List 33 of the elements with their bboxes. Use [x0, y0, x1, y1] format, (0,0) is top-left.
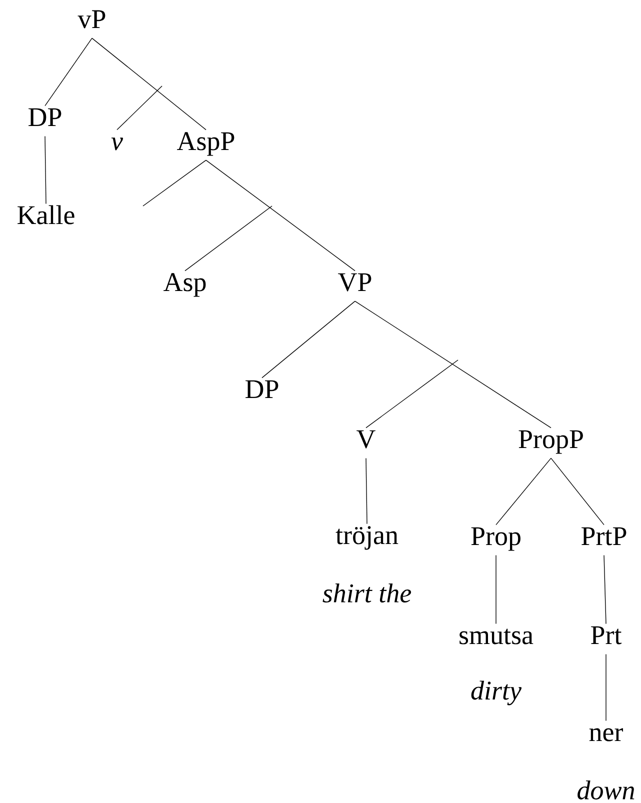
tree-node-label: AspP — [177, 132, 234, 156]
tree-node-label: Kalle — [18, 205, 74, 224]
branch-line — [366, 458, 368, 524]
branch-line — [142, 160, 206, 206]
branch-line — [496, 458, 552, 526]
tree-node-label: vP — [78, 10, 106, 28]
tree-node-label: Prop — [471, 527, 520, 551]
tree-node-label: v — [111, 138, 123, 150]
branch-line — [92, 38, 206, 130]
branch-line — [206, 160, 356, 272]
gloss-text: dirty — [471, 680, 522, 706]
tree-node-label: V — [356, 430, 376, 448]
tree-node-label: Asp — [164, 273, 206, 297]
tree-node-label: DP — [28, 108, 62, 126]
branch-line — [44, 38, 92, 106]
tree-node-label: Prt — [591, 626, 622, 644]
branch-line — [44, 136, 46, 204]
gloss-text: shirt the — [322, 584, 412, 602]
branch-line — [116, 86, 162, 130]
tree-node-label: tröjan — [336, 526, 398, 550]
gloss-text: down — [578, 780, 634, 800]
tree-node-label: ner — [589, 728, 623, 742]
branch-line — [550, 458, 604, 526]
tree-node-label: PropP — [518, 430, 583, 454]
branch-line — [184, 206, 272, 272]
tree-node-label: DP — [246, 380, 278, 398]
branch-line — [604, 554, 606, 624]
tree-node-label: PrtP — [582, 527, 626, 546]
branch-line — [354, 300, 552, 428]
tree-node-label: VP — [338, 273, 372, 292]
branch-line — [366, 360, 458, 428]
branch-line — [262, 300, 356, 378]
tree-node-label: smutsa — [460, 628, 534, 644]
